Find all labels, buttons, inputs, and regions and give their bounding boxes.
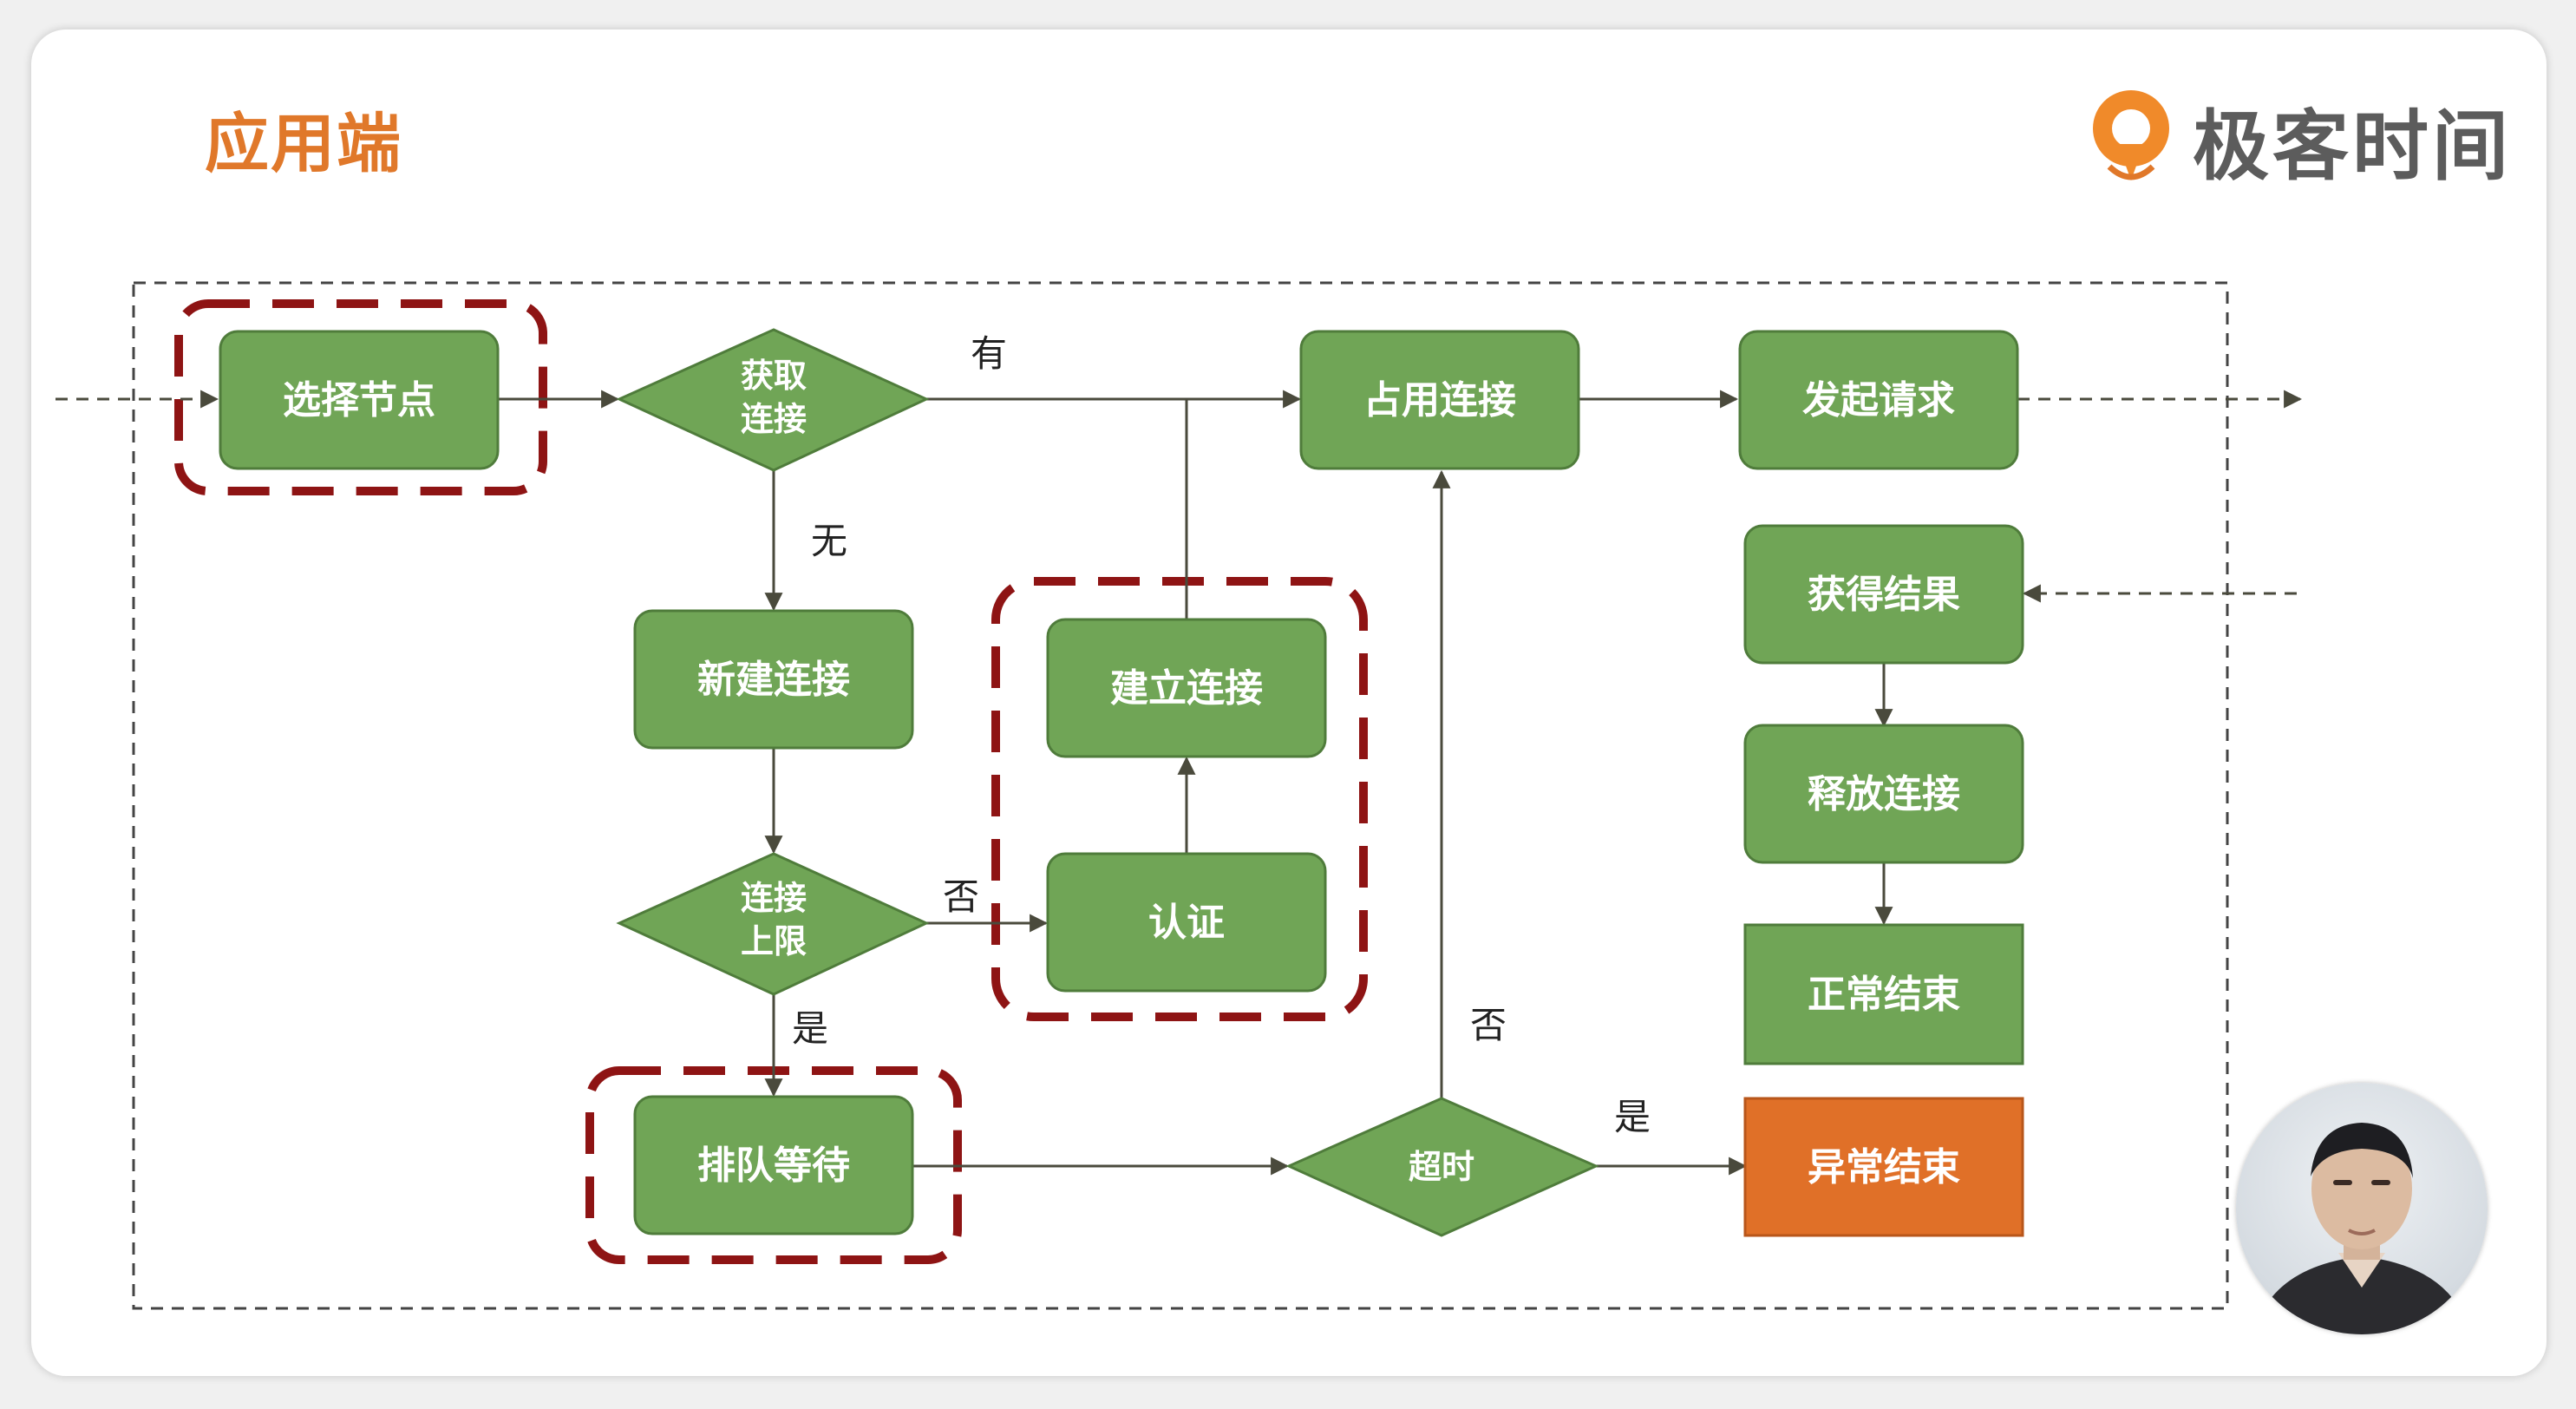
decision-connection-limit-line2: 上限 bbox=[741, 922, 807, 960]
node-establish-connection-label: 建立连接 bbox=[1110, 666, 1263, 711]
geektime-logo-icon bbox=[2093, 90, 2169, 180]
node-release-connection: 释放连接 bbox=[1743, 724, 2024, 864]
node-normal-end-label: 正常结束 bbox=[1808, 973, 1960, 1017]
node-establish-connection: 建立连接 bbox=[1046, 618, 1327, 758]
node-queue-wait-label: 排队等待 bbox=[697, 1144, 850, 1188]
edge-label-none: 无 bbox=[811, 520, 847, 562]
node-new-connection-label: 新建连接 bbox=[697, 658, 850, 702]
node-release-connection-label: 释放连接 bbox=[1808, 772, 1960, 816]
edge-label-timeout-yes: 是 bbox=[1614, 1096, 1651, 1138]
decision-connection-limit: 连接 上限 bbox=[616, 852, 930, 996]
edge-label-have: 有 bbox=[971, 332, 1007, 375]
node-send-request: 发起请求 bbox=[1738, 330, 2019, 470]
decision-connection-limit-line1: 连接 bbox=[741, 879, 807, 917]
node-select-node-label: 选择节点 bbox=[283, 378, 435, 423]
node-new-connection: 新建连接 bbox=[633, 609, 914, 750]
geektime-logo: 极客时间 bbox=[2083, 75, 2517, 191]
node-auth: 认证 bbox=[1046, 852, 1327, 993]
decision-get-connection-line2: 连接 bbox=[741, 400, 807, 438]
node-abnormal-end: 异常结束 bbox=[1743, 1097, 2024, 1237]
decision-get-connection: 获取 连接 bbox=[616, 328, 930, 472]
node-occupy-connection-label: 占用连接 bbox=[1363, 378, 1516, 423]
node-get-result-label: 获得结果 bbox=[1808, 573, 1960, 617]
node-abnormal-end-label: 异常结束 bbox=[1808, 1145, 1960, 1189]
logo-text: 极客时间 bbox=[2193, 102, 2513, 191]
node-get-result: 获得结果 bbox=[1743, 524, 2024, 665]
edge-label-limit-no: 否 bbox=[943, 875, 979, 918]
decision-get-connection-line1: 获取 bbox=[741, 357, 807, 395]
edges bbox=[56, 390, 2303, 1176]
presenter-webcam bbox=[2236, 1083, 2488, 1334]
presenter-avatar-icon bbox=[2253, 1123, 2470, 1334]
node-auth-label: 认证 bbox=[1148, 901, 1225, 945]
highlight-auth-establish bbox=[991, 577, 1368, 1021]
application-frame bbox=[132, 281, 2229, 1310]
slide-title: 应用端 bbox=[205, 107, 402, 181]
node-occupy-connection: 占用连接 bbox=[1299, 330, 1580, 470]
decision-timeout: 超时 bbox=[1285, 1097, 1599, 1237]
edge-label-timeout-no: 否 bbox=[1470, 1004, 1507, 1046]
node-queue-wait: 排队等待 bbox=[633, 1095, 914, 1235]
node-select-node: 选择节点 bbox=[219, 330, 500, 470]
node-normal-end: 正常结束 bbox=[1743, 923, 2024, 1065]
decision-timeout-label: 超时 bbox=[1409, 1148, 1474, 1186]
highlight-select-node bbox=[174, 299, 547, 495]
node-send-request-label: 发起请求 bbox=[1802, 378, 1955, 423]
edge-label-limit-yes: 是 bbox=[792, 1007, 828, 1050]
